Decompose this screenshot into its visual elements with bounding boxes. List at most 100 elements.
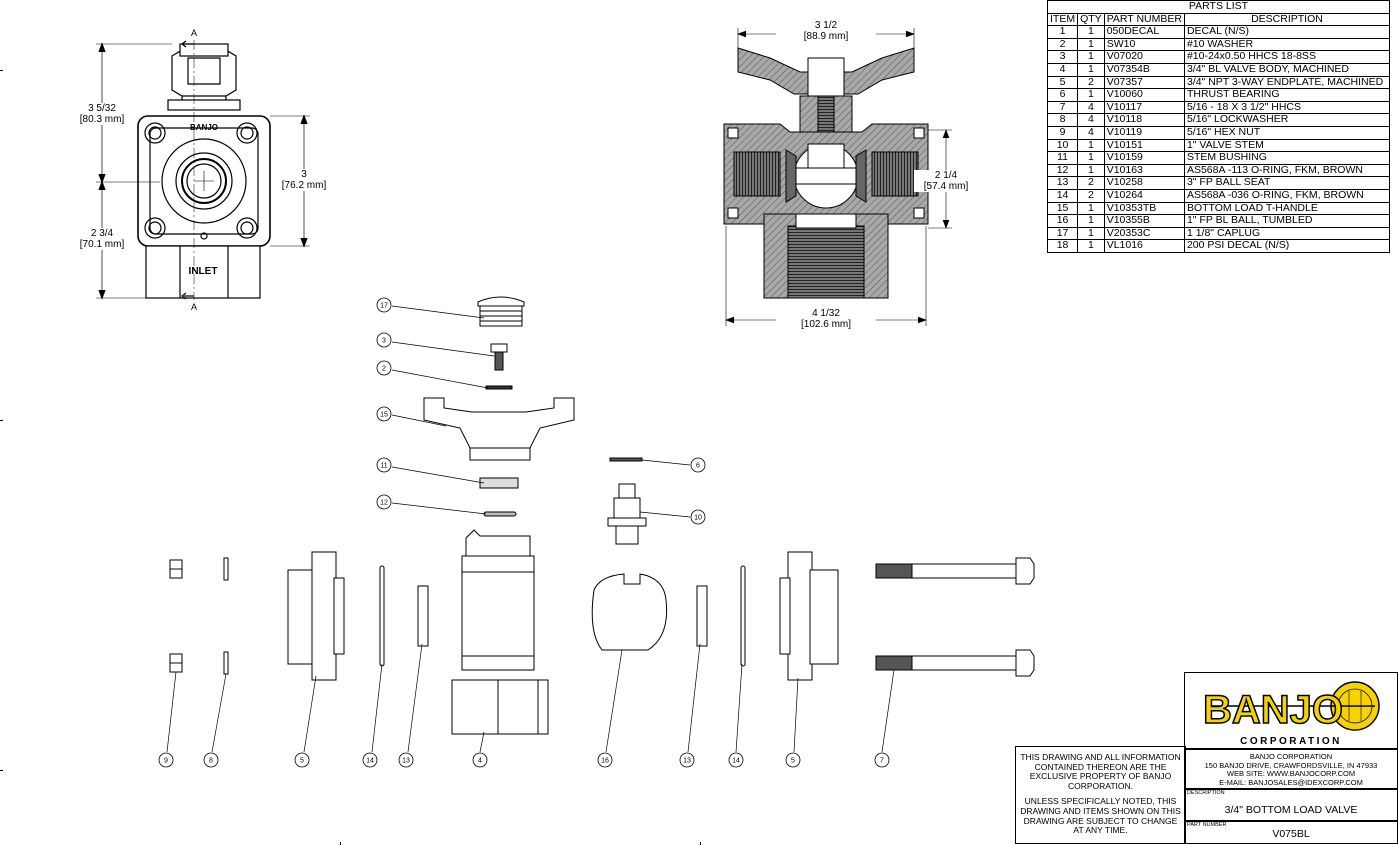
- cell-item: 16: [1046, 214, 1079, 228]
- dim-side-height: 2 1/4 [57.4 mm]: [914, 170, 978, 192]
- cell-qty: 1: [1077, 214, 1105, 228]
- balloon-circle: [679, 752, 695, 768]
- item-balloon: 14: [728, 752, 744, 768]
- notice-change: UNLESS SPECIFICALLY NOTED, THIS DRAWING …: [1020, 796, 1181, 836]
- banjo-logo: BANJO CORPORATION: [1184, 672, 1398, 750]
- cell-item: 9: [1046, 125, 1079, 140]
- cell-qty: 2: [1077, 75, 1105, 90]
- balloon-circle: [376, 457, 392, 473]
- balloon-label: 4: [478, 758, 482, 765]
- cell-item: 15: [1046, 201, 1079, 216]
- cell-qty: 2: [1077, 176, 1105, 190]
- balloon-label: 6: [696, 463, 700, 470]
- cell-item: 8: [1046, 113, 1079, 127]
- parts-list-table: PARTS LIST ITEM QTY PART NUMBER DESCRIPT…: [1046, 0, 1390, 253]
- cell-item: 11: [1046, 151, 1079, 165]
- cell-part-number: V07354B: [1103, 62, 1185, 77]
- col-header-part-number: PART NUMBER: [1103, 12, 1185, 27]
- col-header-item: ITEM: [1046, 12, 1079, 27]
- description-box: DESCRIPTION 3/4" BOTTOM LOAD VALVE: [1184, 788, 1398, 822]
- cell-part-number: V10353TB: [1103, 201, 1185, 216]
- balloon-label: 9: [164, 758, 168, 765]
- balloon-circle: [874, 752, 890, 768]
- cell-description: THRUST BEARING: [1183, 88, 1390, 102]
- inlet-label: INLET: [188, 266, 218, 277]
- cell-item: 17: [1046, 226, 1079, 241]
- balloon-label: 14: [732, 758, 740, 765]
- balloon-label: 13: [402, 758, 410, 765]
- item-balloon: 13: [679, 752, 695, 768]
- cell-qty: 1: [1077, 151, 1105, 165]
- cell-qty: 1: [1077, 201, 1105, 216]
- cell-description: 5/16" HEX NUT: [1183, 125, 1390, 140]
- cell-item: 4: [1046, 62, 1079, 77]
- cell-qty: 4: [1077, 100, 1105, 115]
- cell-qty: 1: [1077, 226, 1105, 241]
- cell-part-number: V10159: [1103, 151, 1185, 165]
- cell-item: 7: [1046, 100, 1079, 115]
- cell-description: 3" FP BALL SEAT: [1183, 176, 1390, 190]
- balloon-circle: [376, 406, 392, 422]
- dim-value: 4 1/32: [812, 308, 840, 319]
- balloon-circle: [158, 752, 174, 768]
- item-balloon: 2: [376, 360, 392, 376]
- parts-list-title: PARTS LIST: [1047, 0, 1390, 14]
- frame-tick: [0, 770, 3, 771]
- balloon-label: 15: [380, 412, 388, 419]
- col-header-qty: QTY: [1077, 12, 1105, 27]
- dim-value: 3: [301, 169, 307, 180]
- cell-item: 12: [1046, 163, 1079, 178]
- dim-value: 3 5/32: [88, 103, 116, 114]
- cell-part-number: V10060: [1103, 88, 1185, 102]
- cell-description: 1 1/8" CAPLUG: [1183, 226, 1390, 241]
- company-email: E-MAIL: BANJOSALES@IDEXCORP.COM: [1219, 777, 1363, 787]
- dim-value-mm: [88.9 mm]: [803, 31, 849, 42]
- cell-qty: 1: [1077, 138, 1105, 153]
- item-balloon: 14: [362, 752, 378, 768]
- cell-qty: 4: [1077, 113, 1105, 127]
- cell-qty: 1: [1077, 37, 1105, 52]
- ownership-notice: THIS DRAWING AND ALL INFORMATION CONTAIN…: [1015, 746, 1186, 844]
- company-address: 150 BANJO DRIVE, CRAWFORDSVILLE, IN 4793…: [1204, 760, 1378, 770]
- cell-part-number: V20353C: [1103, 226, 1185, 241]
- logo-subtitle: CORPORATION: [1240, 736, 1342, 747]
- cell-part-number: V10264: [1103, 188, 1185, 203]
- item-balloon: 8: [203, 752, 219, 768]
- cell-description: BOTTOM LOAD T-HANDLE: [1183, 201, 1390, 216]
- balloon-label: 17: [380, 303, 388, 310]
- dim-value: 2 3/4: [90, 228, 114, 239]
- item-balloon: 6: [690, 457, 706, 473]
- balloon-circle: [294, 752, 310, 768]
- cell-item: 10: [1046, 138, 1079, 153]
- notice-property: THIS DRAWING AND ALL INFORMATION CONTAIN…: [1020, 752, 1181, 791]
- cell-part-number: V07020: [1103, 50, 1185, 64]
- dim-top-height: 3 5/32 [80.3 mm]: [72, 103, 132, 125]
- part-number-value: V075BL: [1272, 828, 1310, 840]
- balloon-label: 5: [300, 758, 304, 765]
- item-balloon: 16: [597, 752, 613, 768]
- dim-value-mm: [70.1 mm]: [79, 239, 125, 250]
- balloon-circle: [690, 457, 706, 473]
- part-number-box: PART NUMBER V075BL: [1184, 820, 1398, 844]
- cell-qty: 2: [1077, 188, 1105, 203]
- item-balloon: 9: [158, 752, 174, 768]
- item-balloon: 3: [376, 332, 392, 348]
- item-balloon: 10: [690, 509, 706, 525]
- dim-value: 3 1/2: [814, 20, 838, 31]
- balloon-label: 5: [791, 758, 795, 765]
- cell-description: AS568A -036 O-RING, FKM, BROWN: [1183, 188, 1390, 203]
- balloon-label: 16: [601, 758, 609, 765]
- cell-description: STEM BUSHING: [1183, 151, 1390, 165]
